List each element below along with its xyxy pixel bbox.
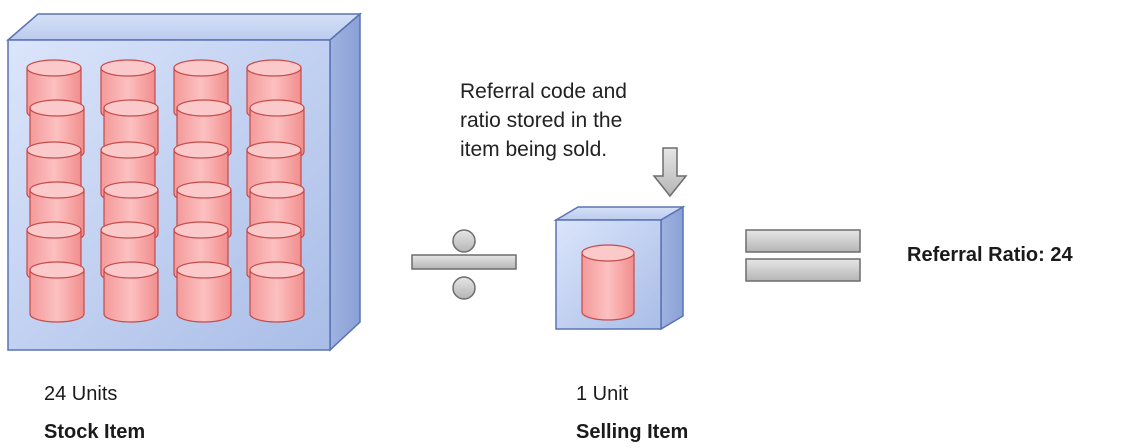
referral-note: Referral code and ratio stored in the it… xyxy=(460,77,627,164)
divide-icon xyxy=(411,229,517,300)
stock-item-title: Stock Item xyxy=(44,421,146,443)
stock-cylinders xyxy=(26,59,305,323)
stock-cylinder xyxy=(249,261,305,323)
selling-units-label: 1 Unit xyxy=(576,383,629,405)
referral-note-line-1: Referral code and xyxy=(460,80,627,103)
stock-cylinder xyxy=(103,261,159,323)
stock-cylinder xyxy=(173,59,229,121)
equals-icon xyxy=(745,229,861,282)
referral-note-line-2: ratio stored in the xyxy=(460,109,623,132)
stock-units-label: 24 Units xyxy=(44,383,118,405)
stock-cylinder xyxy=(176,261,232,323)
selling-cylinder xyxy=(581,244,635,321)
stock-cylinder xyxy=(29,261,85,323)
referral-note-line-3: item being sold. xyxy=(460,138,608,161)
selling-item-title: Selling Item xyxy=(576,421,689,443)
referral-ratio-label: Referral Ratio: 24 xyxy=(907,244,1073,266)
down-arrow-icon xyxy=(652,147,688,198)
